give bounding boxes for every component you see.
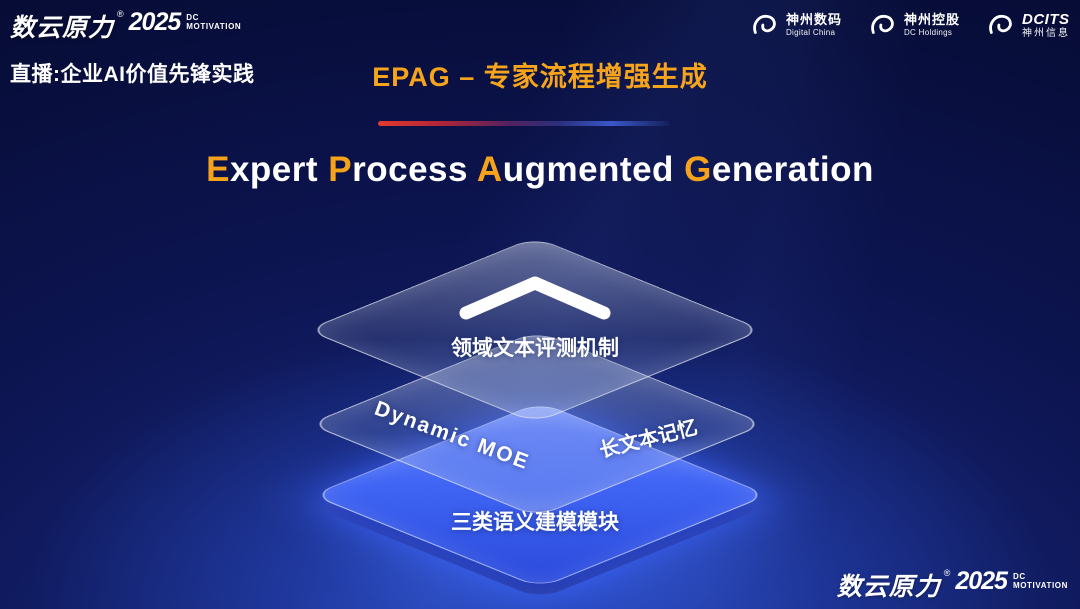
brand-name: 数云原力 [836,573,941,601]
logo-name-en: DC Holdings [903,28,953,38]
brand-subtitle: DC MOTIVATION [1013,572,1068,590]
bottom-layer-label: 三类语义建模模块 [451,511,619,534]
logo-digital-china: 神州数码 Digital China [750,12,842,38]
brand-subtitle-bottom: MOTIVATION [186,22,242,32]
swirl-icon [989,15,1012,35]
heading-initial: E [206,150,230,189]
brand-subtitle-top: DC [186,13,200,22]
corporate-logo-row: 神州数码 Digital China 神州控股 DC Holdings DCIT… [750,11,1070,40]
heading-rest: xpert [229,150,329,189]
brand-name: 数云原力 [10,14,115,42]
logo-text: DCITS 神州信息 [1022,11,1070,40]
logo-name-en: DCITS [1022,11,1070,28]
brand-registered-mark: ® [117,9,124,19]
brand-subtitle: DC MOTIVATION [186,13,241,31]
logo-text: 神州数码 Digital China [785,12,842,38]
page-title: EPAG – 专家流程增强生成 [372,62,708,92]
brand-logo-top-left: 数云原力 ® 2025 DC MOTIVATION [10,8,241,44]
main-heading: Expert Process Augmented Generation [0,150,1080,190]
heading-rest: rocess [352,150,477,189]
brand-year: 2025 [955,567,1008,595]
logo-dcits: DCITS 神州信息 [986,11,1070,40]
heading-initial: A [476,150,503,189]
heading-initial: P [328,150,353,189]
heading-rest: ugmented [502,150,685,189]
logo-name-en: Digital China [785,28,836,38]
logo-name-cn: 神州信息 [1022,28,1070,40]
live-stream-label: 直播:企业AI价值先锋实践 [10,63,255,86]
swirl-icon [753,15,776,35]
logo-name-cn: 神州数码 [785,12,842,28]
heading-initial: G [684,150,712,189]
gradient-divider [378,121,670,126]
brand-registered-mark: ® [943,568,951,578]
logo-name-cn: 神州控股 [903,12,960,28]
brand-logo-bottom-right: 数云原力 ® 2025 DC MOTIVATION [837,567,1068,603]
swirl-icon [871,15,894,35]
logo-text: 神州控股 DC Holdings [903,12,960,38]
top-layer-label: 领域文本评测机制 [451,337,619,360]
brand-year: 2025 [128,8,182,36]
brand-subtitle-top: DC [1012,572,1026,581]
chevron-up-icon [459,276,611,320]
heading-rest: eneration [711,150,874,189]
logo-dc-holdings: 神州控股 DC Holdings [868,12,960,38]
brand-subtitle-bottom: MOTIVATION [1012,581,1068,591]
